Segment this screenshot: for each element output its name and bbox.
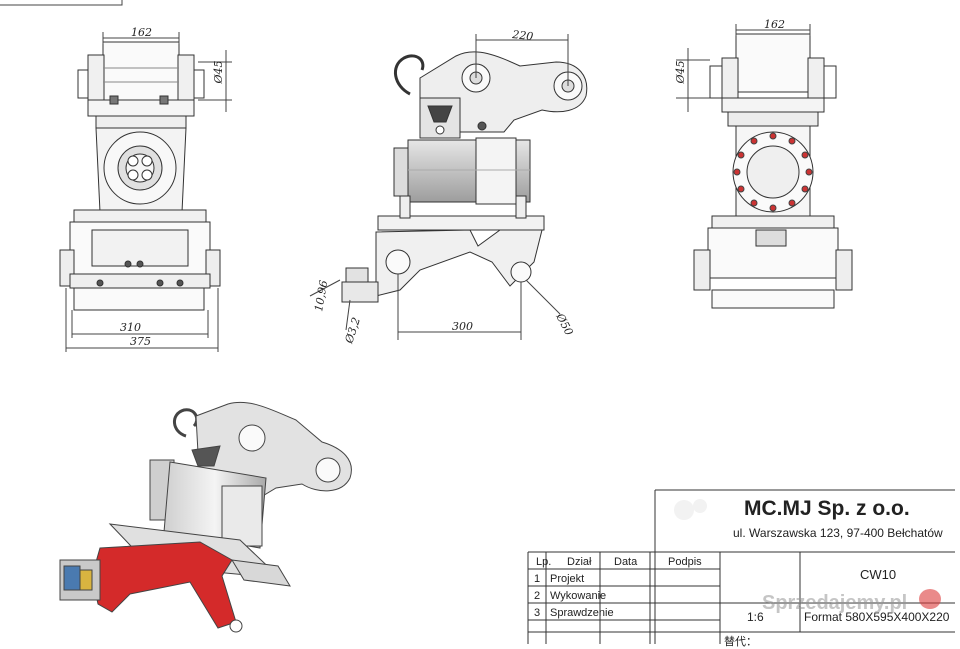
side-dim-lower-spacing: 300 [452, 320, 473, 333]
bottom-label: 替代： [724, 636, 757, 648]
front-dim-top: 162 [131, 26, 152, 39]
side-dim-pin-spacing: 220 [511, 28, 534, 43]
company-logo [674, 499, 707, 520]
table-row-1-lp: 1 [534, 573, 541, 585]
sheet-frame-corner [0, 0, 123, 6]
table-row-2-dzial: Wykowanie [550, 590, 607, 602]
watermark-badge [919, 589, 941, 609]
table-header-lp: Lp. [536, 556, 552, 568]
front-dim-diameter: Ø45 [212, 60, 225, 84]
company-address: ul. Warszawska 123, 97-400 Bełchatów [733, 526, 943, 540]
table-row-1-dzial: Projekt [550, 573, 585, 585]
table-row-2-lp: 2 [534, 590, 541, 602]
side-view [309, 34, 588, 340]
rear-dim-diameter: Ø45 [674, 60, 687, 84]
table-header-podpis: Podpis [668, 556, 702, 568]
table-header-data: Data [614, 556, 638, 568]
table-row-3-lp: 3 [534, 607, 541, 619]
side-dim-bore: Ø50 [553, 310, 576, 337]
drawing-scale: 1:6 [747, 610, 764, 624]
table-row-3-dzial: Sprawdzenie [550, 607, 614, 619]
table-header-dzial: Dział [567, 556, 592, 568]
front-dim-inner-width: 310 [120, 321, 141, 334]
title-block-frame [527, 489, 955, 644]
company-name: MC.MJ Sp. z o.o. [744, 497, 910, 520]
front-dim-overall-width: 375 [130, 335, 151, 348]
side-dim-edge: 10,96 [312, 279, 330, 312]
front-view [59, 32, 232, 352]
iso-red-jaw [91, 541, 237, 629]
isometric-view [59, 401, 352, 633]
part-code: CW10 [860, 567, 897, 582]
side-dim-small-bore: Ø3,2 [342, 316, 363, 346]
rear-view [676, 24, 853, 309]
watermark: Sprzedajemy.pl [762, 592, 908, 614]
drawing-format: Format 580X595X400X220 [804, 610, 950, 624]
rear-dim-top: 162 [764, 18, 785, 31]
